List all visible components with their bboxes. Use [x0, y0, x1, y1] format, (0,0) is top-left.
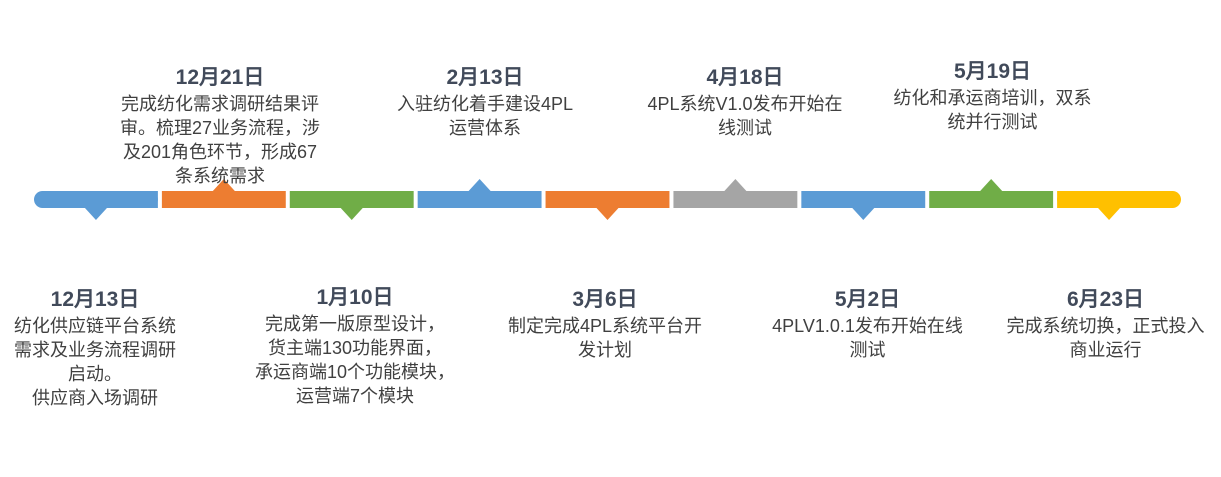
event-may-2: 5月2日 4PLV1.0.1发布开始在线 测试: [745, 286, 990, 362]
event-description: 完成第一版原型设计， 货主端130功能界面， 承运商端10个功能模块， 运营端7…: [254, 314, 456, 406]
event-date: 12月21日: [175, 66, 265, 89]
timeline-segment: [417, 179, 542, 208]
timeline-pointer-down: [340, 208, 363, 220]
event-feb-13: 2月13日 入驻纺化着手建设4PL 运营体系: [370, 64, 600, 140]
timeline-segment: [289, 191, 414, 220]
event-jan-10: 1月10日 完成第一版原型设计， 货主端130功能界面， 承运商端10个功能模块…: [230, 284, 480, 408]
timeline-segment: [673, 179, 798, 208]
event-description: 纺化供应链平台系统 需求及业务流程调研 启动。 供应商入场调研: [14, 316, 176, 408]
event-description: 完成纺化需求调研结果评 审。梳理27业务流程，涉 及201角色环节，形成67 条…: [119, 94, 321, 186]
event-dec-13: 12月13日 纺化供应链平台系统 需求及业务流程调研 启动。 供应商入场调研: [0, 286, 190, 410]
timeline-pointer-up: [724, 179, 747, 191]
timeline-segment: [1057, 191, 1181, 220]
event-date: 4月18日: [706, 66, 784, 89]
event-jun-23: 6月23日 完成系统切换，正式投入 商业运行: [990, 286, 1221, 362]
timeline-pointer-down: [596, 208, 619, 220]
timeline-segment: [161, 179, 286, 208]
event-description: 入驻纺化着手建设4PL 运营体系: [396, 94, 574, 138]
event-date: 6月23日: [1066, 288, 1145, 311]
event-description: 完成系统切换，正式投入 商业运行: [1006, 316, 1205, 360]
timeline-pointer-down: [852, 208, 875, 220]
timeline-segment-bar: [289, 191, 414, 208]
timeline-segment-bar: [417, 191, 542, 208]
event-date: 12月13日: [50, 288, 140, 311]
event-may-19: 5月19日 纺化和承运商培训，双系 统并行测试: [860, 58, 1125, 134]
timeline-pointer-up: [980, 179, 1003, 191]
timeline-pointer-up: [468, 179, 491, 191]
timeline-segment: [545, 191, 670, 220]
event-description: 4PLV1.0.1发布开始在线 测试: [772, 316, 963, 360]
timeline-pointer-up: [212, 179, 235, 191]
timeline-segment-bar: [545, 191, 670, 208]
event-apr-18: 4月18日 4PL系统V1.0发布开始在 线测试: [620, 64, 870, 140]
timeline-pointer-down: [1098, 208, 1121, 220]
timeline-segment: [801, 191, 926, 220]
event-date: 5月19日: [953, 60, 1032, 83]
event-mar-6: 3月6日 制定完成4PL系统平台开 发计划: [480, 286, 730, 362]
event-date: 2月13日: [446, 66, 524, 89]
event-date: 3月6日: [572, 288, 638, 311]
timeline-segment-bar: [161, 191, 286, 208]
event-description: 纺化和承运商培训，双系 统并行测试: [893, 88, 1092, 132]
event-description: 制定完成4PL系统平台开 发计划: [507, 316, 703, 360]
event-description: 4PL系统V1.0发布开始在 线测试: [647, 94, 843, 138]
event-dec-21: 12月21日 完成纺化需求调研结果评 审。梳理27业务流程，涉 及201角色环节…: [95, 64, 345, 188]
timeline-segment: [34, 191, 158, 220]
timeline-pointer-down: [84, 208, 107, 220]
timeline-segment-bar: [673, 191, 798, 208]
timeline-segment-bar: [929, 191, 1054, 208]
timeline-segment: [929, 179, 1054, 208]
timeline-segment-bar: [801, 191, 926, 208]
event-date: 1月10日: [316, 286, 394, 309]
event-date: 5月2日: [834, 288, 901, 311]
